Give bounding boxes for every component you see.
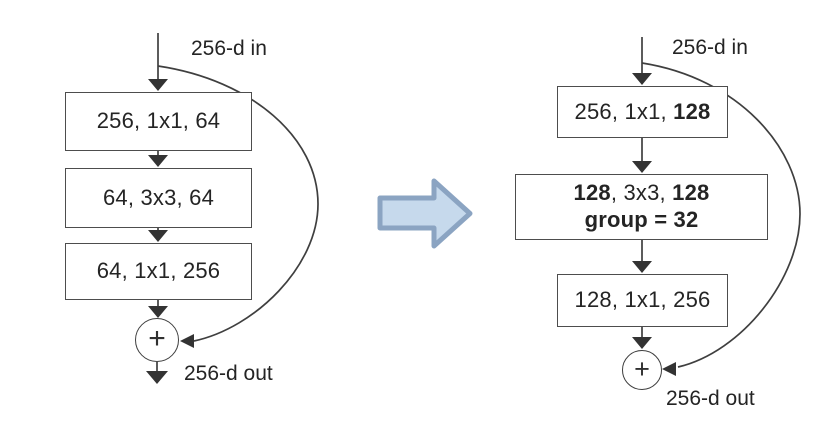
left-plus-sign: + (148, 322, 166, 355)
right-conv3-arrowhead (632, 261, 652, 273)
left-conv3-arrowhead (148, 230, 168, 242)
right-plus-node: + (622, 350, 662, 390)
left-plus-node: + (135, 318, 179, 362)
left-conv1-text: 256, 1x1, 64 (96, 108, 221, 134)
right-conv3-text: 128, 1x1, 256 (574, 287, 711, 313)
right-input-label: 256-d in (672, 36, 748, 59)
left-conv2-arrowhead (148, 155, 168, 167)
right-conv2-line1: 128, 3x3, 128 (573, 180, 710, 206)
right-conv3-box: 128, 1x1, 256 (557, 274, 728, 327)
left-conv2-text: 64, 3x3, 64 (102, 184, 215, 210)
transform-arrow (377, 178, 473, 249)
left-input-label: 256-d in (191, 37, 267, 60)
right-conv1-box: 256, 1x1, 128 (557, 86, 728, 138)
left-plus-arrowhead (148, 306, 168, 318)
left-conv1-box: 256, 1x1, 64 (65, 92, 252, 151)
left-skip-curve (157, 65, 319, 342)
left-input-arrowhead (148, 79, 168, 91)
right-conv2-line2: group = 32 (584, 207, 699, 232)
right-plus-sign: + (634, 353, 650, 384)
right-conv2-box: 128, 3x3, 128 group = 32 (515, 174, 768, 240)
right-input-arrowhead (632, 73, 652, 85)
right-plus-arrowhead (632, 337, 652, 349)
left-output-label: 256-d out (184, 362, 273, 385)
right-conv2-arrowhead (632, 161, 652, 173)
left-output-arrowhead (146, 371, 168, 384)
left-conv3-box: 64, 1x1, 256 (65, 243, 252, 300)
right-output-label: 256-d out (666, 387, 755, 410)
left-conv3-text: 64, 1x1, 256 (96, 258, 221, 284)
right-skip-arrowhead (662, 362, 676, 376)
left-conv2-box: 64, 3x3, 64 (65, 168, 252, 228)
right-conv1-text: 256, 1x1, 128 (574, 98, 711, 124)
left-skip-arrowhead (180, 334, 194, 348)
